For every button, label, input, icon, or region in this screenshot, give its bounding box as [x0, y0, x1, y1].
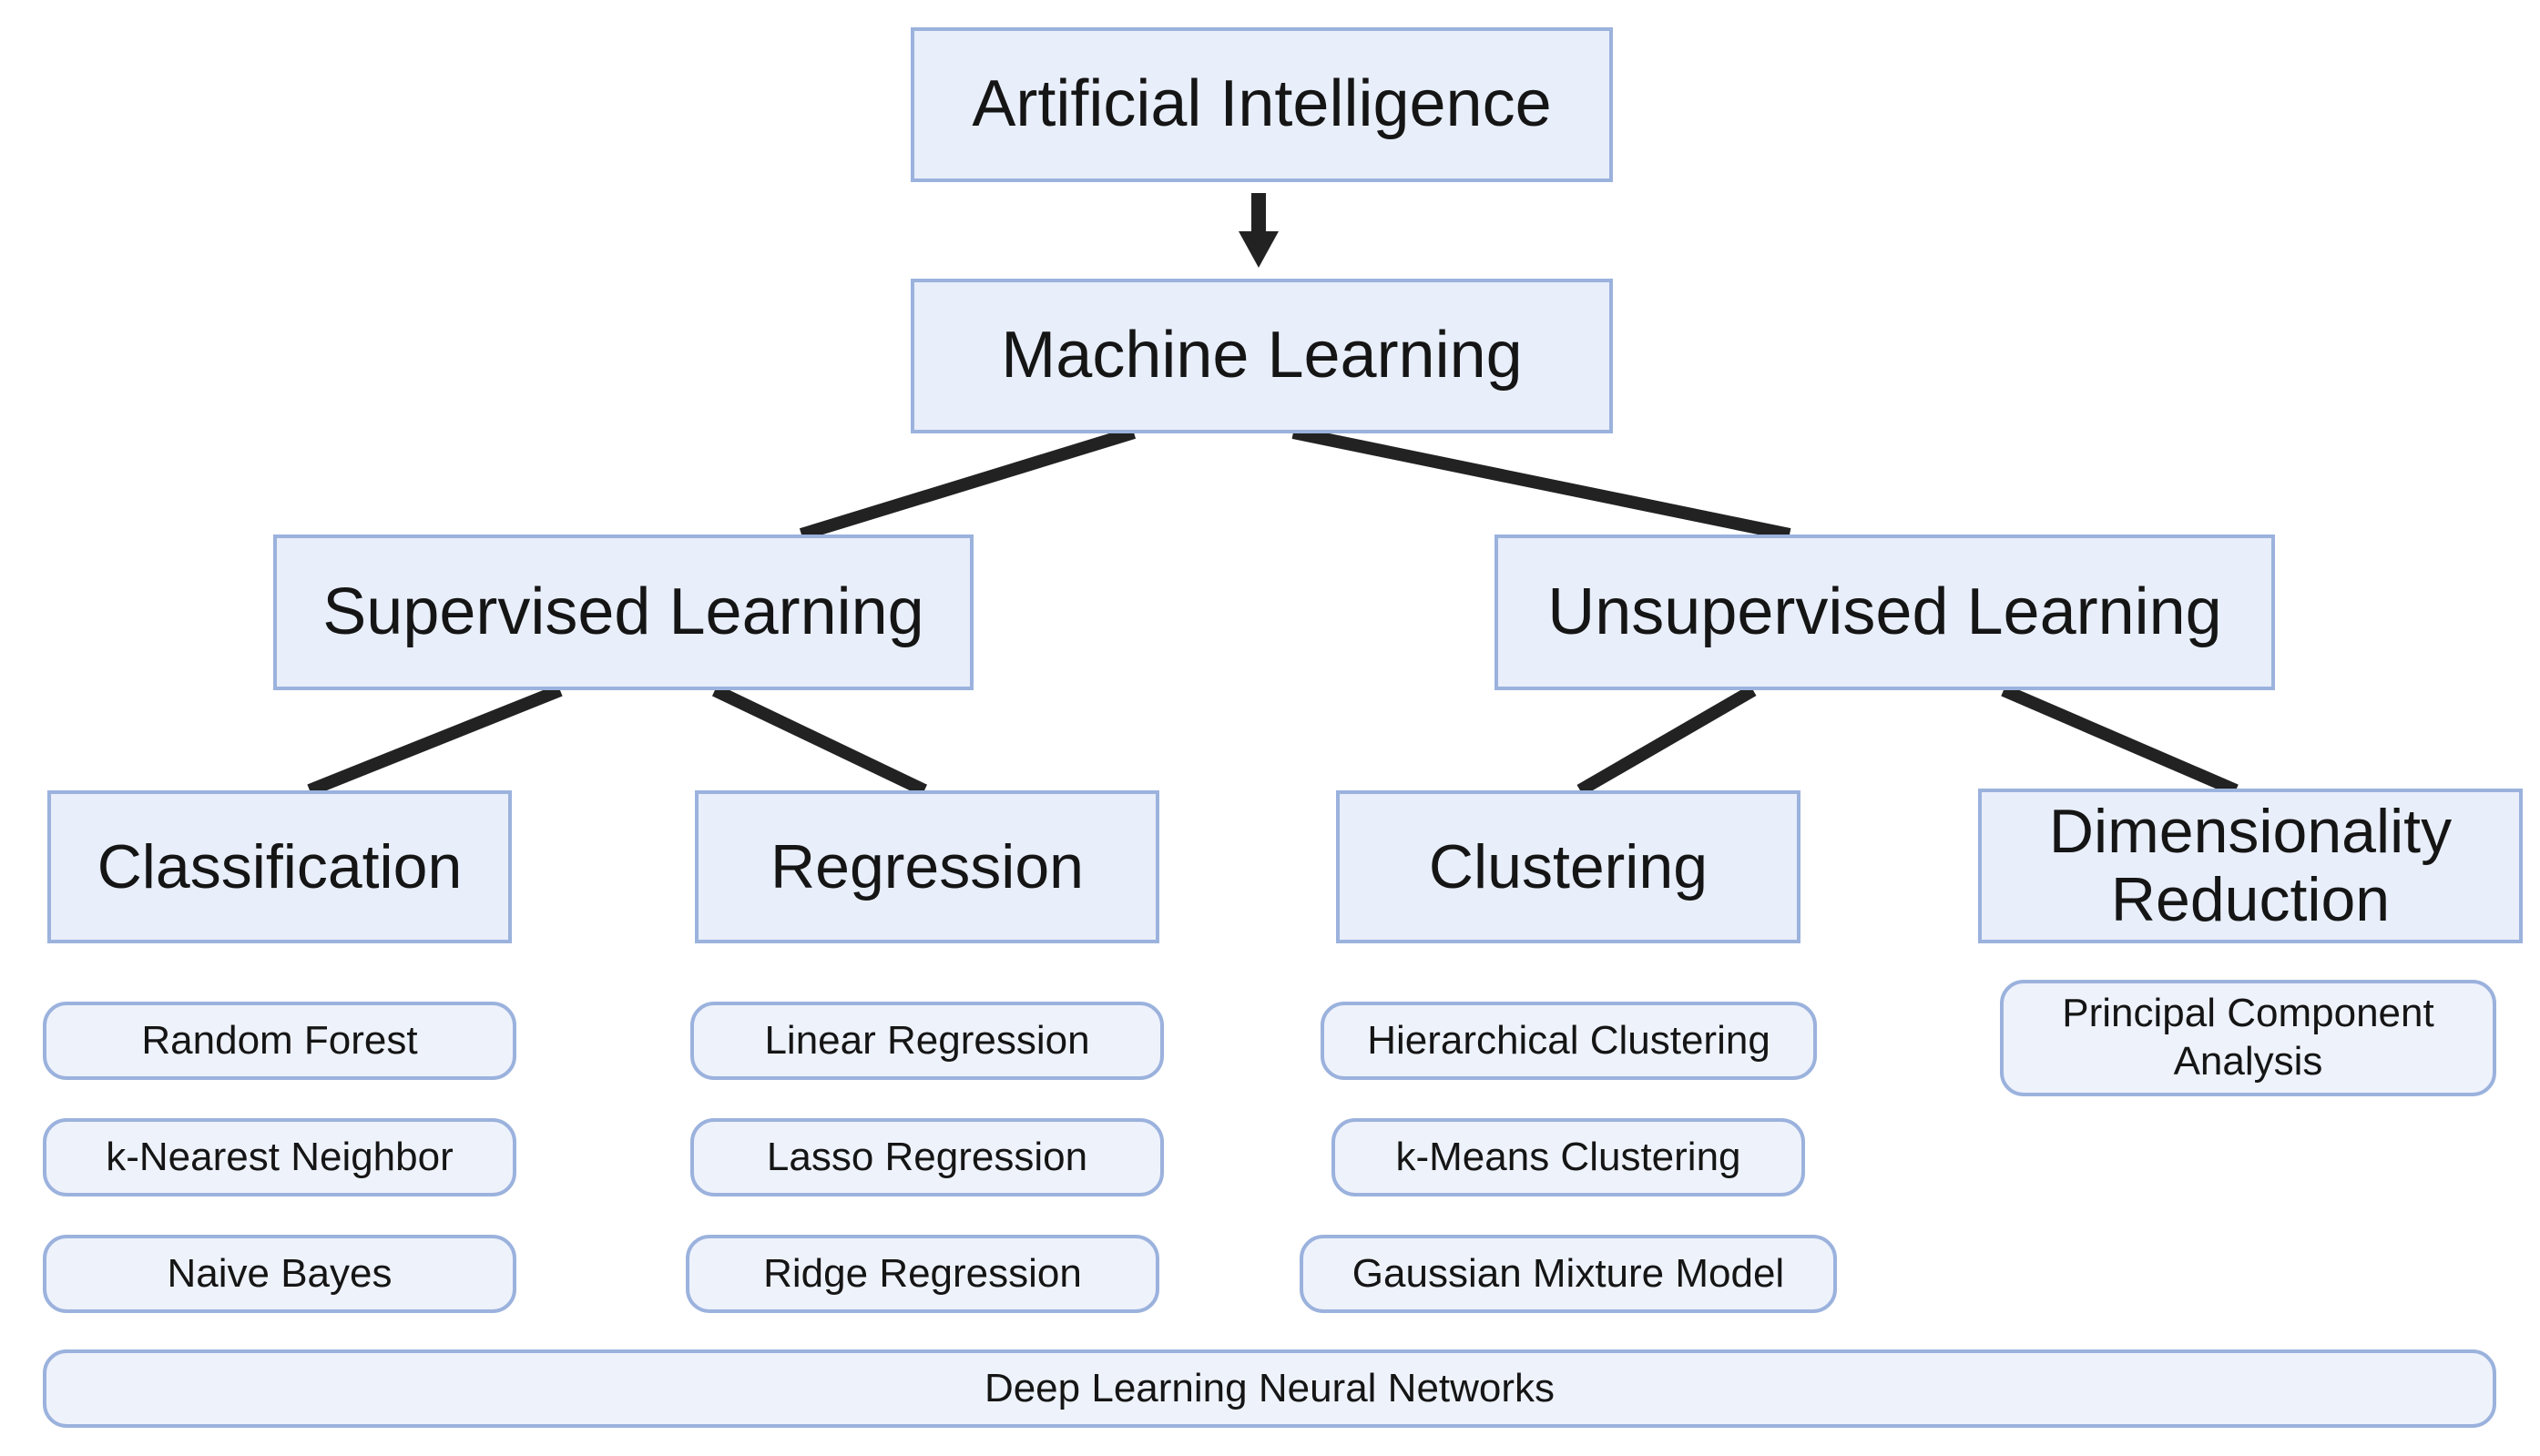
method-k-nearest-neighbor: k-Nearest Neighbor [43, 1118, 516, 1196]
dimensionality-label-line2: Reduction [2110, 865, 2391, 934]
method-hierarchical-clustering: Hierarchical Clustering [1321, 1002, 1817, 1080]
clustering-label: Clustering [1428, 831, 1709, 901]
dimensionality-reduction-box: Dimensionality Reduction [1978, 789, 2523, 943]
method-label-line2: Analysis [2173, 1039, 2323, 1084]
method-lasso-regression: Lasso Regression [690, 1118, 1164, 1196]
method-label: Hierarchical Clustering [1367, 1017, 1770, 1063]
method-label: Linear Regression [764, 1017, 1090, 1063]
regression-label: Regression [770, 831, 1084, 901]
method-label: Ridge Regression [763, 1250, 1082, 1296]
method-label: k-Nearest Neighbor [106, 1134, 454, 1179]
supervised-to-classification-line [307, 684, 563, 797]
down-arrow-icon [1239, 193, 1279, 268]
method-label: Naive Bayes [167, 1250, 393, 1296]
unsupervised-to-dimensionality-line [2001, 684, 2239, 797]
ml-to-unsupervised-line [1291, 426, 1791, 541]
clustering-box: Clustering [1336, 790, 1800, 943]
ai-label: Artificial Intelligence [972, 67, 1552, 141]
method-principal-component-analysis: Principal Component Analysis [2000, 980, 2496, 1096]
unsupervised-box: Unsupervised Learning [1494, 535, 2275, 690]
method-label: Gaussian Mixture Model [1352, 1250, 1785, 1296]
deep-learning-label: Deep Learning Neural Networks [984, 1365, 1556, 1410]
method-k-means-clustering: k-Means Clustering [1331, 1118, 1805, 1196]
ai-box: Artificial Intelligence [911, 27, 1613, 182]
method-ridge-regression: Ridge Regression [686, 1235, 1159, 1313]
dimensionality-label-line1: Dimensionality [2048, 797, 2453, 867]
classification-box: Classification [47, 790, 512, 943]
method-naive-bayes: Naive Bayes [43, 1235, 516, 1313]
method-label: Lasso Regression [766, 1134, 1088, 1179]
supervised-box: Supervised Learning [273, 535, 974, 690]
method-label: Random Forest [141, 1017, 418, 1063]
classification-label: Classification [97, 831, 463, 901]
unsupervised-label: Unsupervised Learning [1547, 575, 2222, 648]
ml-label: Machine Learning [1001, 319, 1523, 392]
method-gaussian-mixture-model: Gaussian Mixture Model [1300, 1235, 1837, 1313]
method-label: k-Means Clustering [1395, 1134, 1741, 1179]
unsupervised-to-clustering-line [1576, 684, 1757, 797]
method-linear-regression: Linear Regression [690, 1002, 1164, 1080]
method-random-forest: Random Forest [43, 1002, 516, 1080]
deep-learning-neural-networks-bar: Deep Learning Neural Networks [43, 1349, 2496, 1428]
regression-box: Regression [695, 790, 1159, 943]
ml-to-supervised-line [799, 426, 1137, 541]
method-label-line1: Principal Component [2062, 991, 2434, 1036]
ml-box: Machine Learning [911, 279, 1613, 433]
supervised-label: Supervised Learning [322, 575, 924, 648]
supervised-to-regression-line [711, 684, 928, 797]
